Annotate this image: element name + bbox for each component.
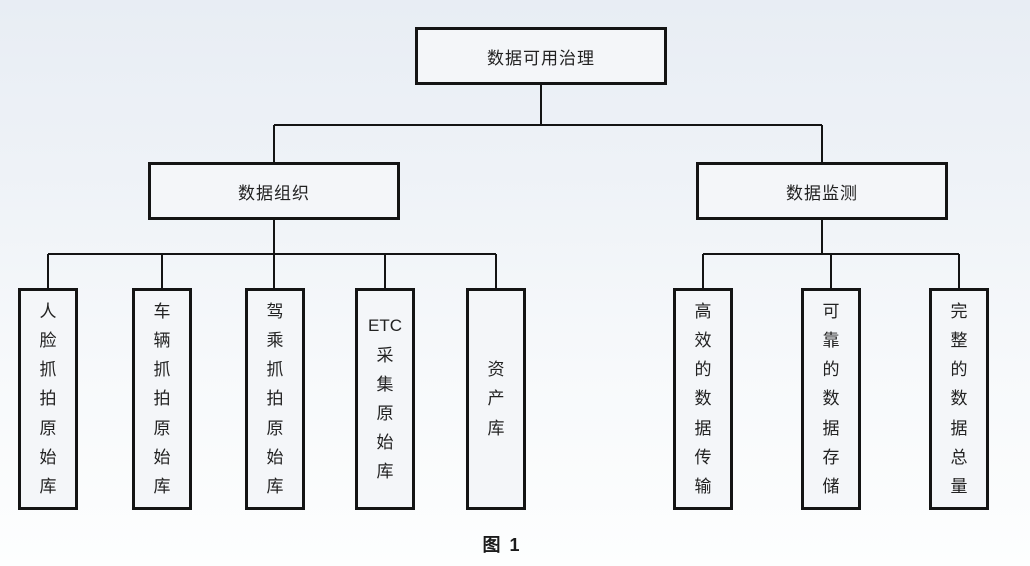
- node-branch-label: 数据组织: [238, 183, 310, 203]
- node-leaf-efficient-transmission: 高 效 的 数 据 传 输: [673, 288, 733, 510]
- node-branch-data-organization: 数据组织: [148, 162, 400, 220]
- node-root-label: 数据可用治理: [487, 48, 595, 68]
- node-branch-label: 数据监测: [786, 183, 858, 203]
- node-leaf-label: 车 辆 抓 拍 原 始 库: [153, 301, 171, 497]
- node-leaf-reliable-storage: 可 靠 的 数 据 存 储: [801, 288, 861, 510]
- figure-caption: 图 1: [482, 535, 522, 555]
- node-leaf-complete-data-volume: 完 整 的 数 据 总 量: [929, 288, 989, 510]
- node-leaf-label: ETC 采 集 原 始 库: [368, 316, 402, 482]
- node-leaf-driver-capture-db: 驾 乘 抓 拍 原 始 库: [245, 288, 305, 510]
- node-leaf-label: 资 产 库: [487, 360, 505, 438]
- node-leaf-face-capture-db: 人 脸 抓 拍 原 始 库: [18, 288, 78, 510]
- node-branch-data-monitoring: 数据监测: [696, 162, 948, 220]
- node-leaf-vehicle-capture-db: 车 辆 抓 拍 原 始 库: [132, 288, 192, 510]
- node-leaf-label: 人 脸 抓 拍 原 始 库: [39, 301, 57, 497]
- node-root: 数据可用治理: [415, 27, 667, 85]
- node-leaf-label: 高 效 的 数 据 传 输: [694, 301, 712, 497]
- node-leaf-label: 驾 乘 抓 拍 原 始 库: [266, 301, 284, 497]
- node-leaf-label: 完 整 的 数 据 总 量: [950, 301, 968, 497]
- node-leaf-asset-db: 资 产 库: [466, 288, 526, 510]
- node-leaf-label: 可 靠 的 数 据 存 储: [822, 301, 840, 497]
- node-leaf-etc-collection-db: ETC 采 集 原 始 库: [355, 288, 415, 510]
